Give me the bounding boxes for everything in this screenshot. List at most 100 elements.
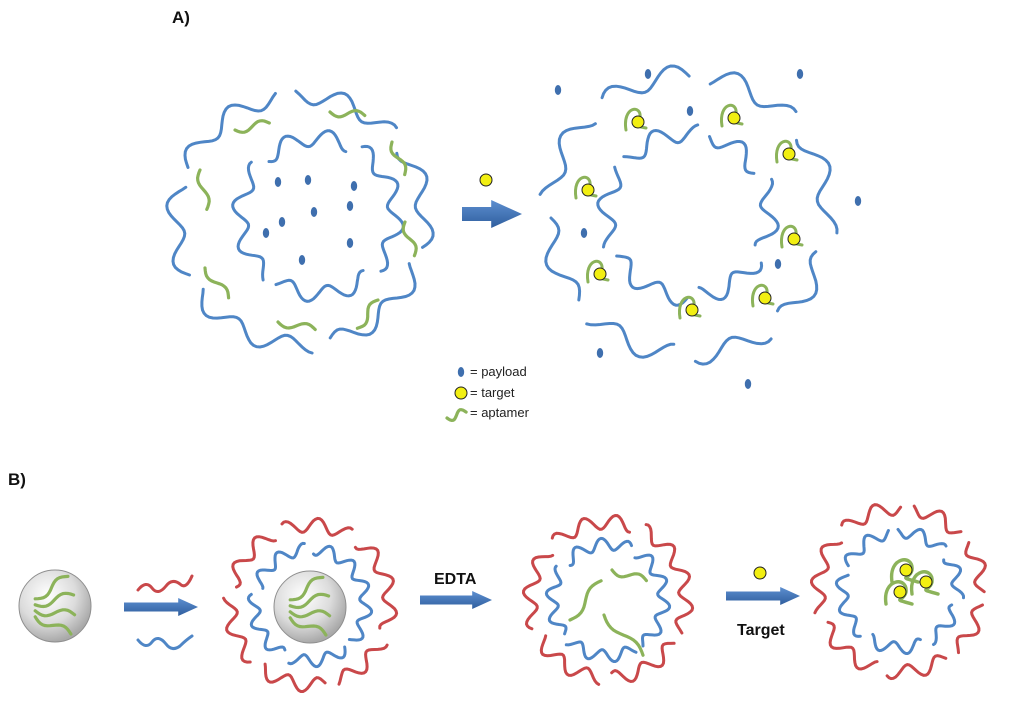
target-dot-icon bbox=[753, 566, 767, 580]
aptamer-squiggle-icon bbox=[195, 168, 211, 211]
payload-dot-icon bbox=[774, 259, 782, 269]
outer-blue-strand-segment bbox=[165, 185, 191, 277]
inner-blue-strand-segment bbox=[896, 527, 948, 548]
inner-blue-strand-segment bbox=[274, 269, 365, 303]
target-step-label: Target bbox=[737, 622, 785, 639]
inner-blue-strand-segment bbox=[942, 558, 965, 600]
outer-red-strand-segment bbox=[885, 654, 948, 681]
payload-dot-icon bbox=[350, 181, 358, 191]
outer-red-strand-segment bbox=[955, 603, 984, 655]
bead-aptamer-squiggle-icon bbox=[288, 609, 332, 619]
payload-dot-icon bbox=[310, 207, 318, 217]
coat-arrow-icon bbox=[124, 598, 198, 616]
outer-blue-strand-segment bbox=[183, 92, 277, 169]
inner-blue-strand-segment bbox=[753, 177, 780, 247]
outer-red-strand-segment bbox=[337, 643, 389, 686]
payload-dot-icon bbox=[298, 255, 306, 265]
outer-blue-strand-segment bbox=[585, 322, 676, 359]
bead-aptamer-squiggle-icon bbox=[33, 574, 70, 601]
inner-blue-strand-segment bbox=[568, 536, 633, 567]
outer-blue-strand-segment bbox=[200, 287, 314, 355]
target-dot-icon bbox=[919, 575, 933, 589]
red-strand-icon bbox=[136, 574, 194, 593]
inner-blue-strand-segment bbox=[287, 645, 347, 669]
outer-blue-strand-segment bbox=[693, 335, 773, 366]
inner-blue-strand-segment bbox=[267, 129, 348, 164]
inner-blue-strand-segment bbox=[622, 123, 700, 160]
payload-dot-icon bbox=[854, 196, 862, 206]
inner-blue-strand-segment bbox=[932, 603, 957, 646]
outer-red-strand-segment bbox=[231, 535, 277, 589]
outer-red-strand-segment bbox=[263, 662, 327, 693]
bead-aptamer-squiggle-icon bbox=[33, 608, 77, 618]
inner-blue-strand-segment bbox=[615, 254, 689, 307]
inner-blue-strand-segment bbox=[708, 135, 756, 175]
payload-dot-icon bbox=[346, 238, 354, 248]
aptamer-squiggle-icon bbox=[328, 108, 367, 119]
outer-red-strand-segment bbox=[809, 541, 844, 615]
outer-red-strand-segment bbox=[280, 516, 354, 537]
coated-bead-icon bbox=[273, 570, 347, 644]
inner-blue-strand-segment bbox=[834, 573, 862, 638]
legend-target-label: = target bbox=[470, 385, 515, 400]
inner-blue-strand-segment bbox=[231, 160, 266, 282]
outer-red-strand-segment bbox=[521, 553, 555, 631]
aptamer-squiggle-icon bbox=[602, 613, 645, 657]
target-dot-icon bbox=[631, 115, 645, 129]
outer-red-strand-segment bbox=[840, 503, 903, 527]
payload-dot-icon bbox=[457, 367, 465, 377]
aptamer-squiggle-icon bbox=[203, 266, 231, 300]
aptamer-squiggle-icon bbox=[276, 320, 317, 332]
inner-blue-strand-segment bbox=[596, 165, 623, 249]
inner-blue-strand-segment bbox=[633, 553, 672, 648]
inner-blue-strand-segment bbox=[255, 541, 306, 590]
outer-blue-strand-segment bbox=[708, 71, 798, 114]
inner-blue-strand-segment bbox=[697, 261, 764, 302]
target-dot-icon bbox=[685, 303, 699, 317]
target-dot-icon bbox=[593, 267, 607, 281]
inner-blue-strand-segment bbox=[843, 529, 890, 568]
target-dot-icon bbox=[899, 563, 913, 577]
inner-blue-strand-segment bbox=[544, 564, 568, 636]
payload-dot-icon bbox=[686, 106, 694, 116]
payload-dot-icon bbox=[580, 228, 588, 238]
bead-icon bbox=[18, 569, 92, 643]
payload-dot-icon bbox=[274, 177, 282, 187]
outer-red-strand-segment bbox=[644, 523, 695, 635]
bead-aptamer-squiggle-icon bbox=[288, 592, 331, 610]
bead-aptamer-squiggle-icon bbox=[33, 591, 76, 609]
target-dot-icon bbox=[893, 585, 907, 599]
outer-blue-strand-segment bbox=[395, 151, 435, 249]
payload-dot-icon bbox=[796, 69, 804, 79]
aptamer-squiggle-icon bbox=[610, 568, 648, 583]
payload-dot-icon bbox=[262, 228, 270, 238]
legend-payload-label: = payload bbox=[470, 364, 527, 379]
outer-red-strand-segment bbox=[539, 634, 601, 686]
target-dot-icon bbox=[758, 291, 772, 305]
inner-blue-strand-segment bbox=[564, 640, 638, 663]
outer-blue-strand-segment bbox=[544, 216, 582, 302]
bead-aptamer-squiggle-icon bbox=[288, 575, 325, 602]
target-dot-icon bbox=[787, 232, 801, 246]
release-arrow-icon bbox=[462, 200, 522, 228]
outer-blue-strand-segment bbox=[294, 89, 398, 130]
outer-red-strand-segment bbox=[826, 620, 879, 671]
aptamer-squiggle-icon bbox=[568, 579, 603, 622]
edta-arrow-icon bbox=[420, 591, 492, 609]
inner-blue-strand-segment bbox=[871, 632, 922, 655]
outer-blue-strand-segment bbox=[776, 250, 819, 313]
payload-dot-icon bbox=[596, 348, 604, 358]
bead-aptamer-squiggle-icon bbox=[33, 615, 73, 636]
outer-blue-strand-segment bbox=[328, 262, 417, 340]
blue-strand-icon bbox=[136, 634, 194, 651]
aptamer-squiggle-icon bbox=[233, 119, 271, 134]
payload-dot-icon bbox=[304, 175, 312, 185]
outer-blue-strand-segment bbox=[600, 64, 691, 100]
edta-label: EDTA bbox=[434, 571, 477, 588]
aptamer-squiggle-icon bbox=[401, 220, 418, 258]
target-dot-icon bbox=[479, 173, 493, 187]
outer-red-strand-segment bbox=[353, 545, 399, 630]
payload-dot-icon bbox=[554, 85, 562, 95]
